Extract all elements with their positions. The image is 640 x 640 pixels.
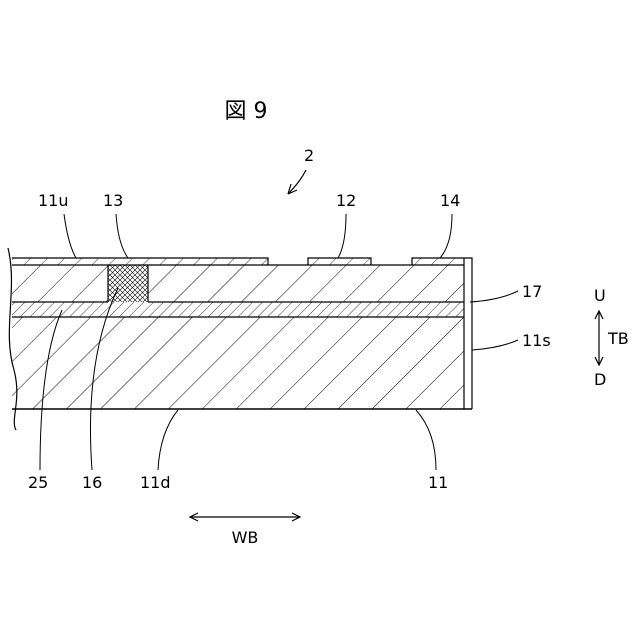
label-17: 17 (522, 282, 542, 301)
layer-25 (12, 302, 464, 317)
label-12: 12 (336, 191, 356, 210)
label-16: 16 (82, 473, 102, 492)
label-11s: 11s (522, 331, 551, 350)
figure-title: 図 9 (225, 99, 268, 124)
direction-width-label: WB (232, 528, 259, 547)
label-14: 14 (440, 191, 460, 210)
label-2: 2 (304, 146, 314, 165)
label-11u: 11u (38, 191, 69, 210)
side-layer-17 (464, 258, 472, 409)
label-11d: 11d (140, 473, 171, 492)
electrode-13 (12, 258, 268, 265)
direction-up-label: U (594, 286, 606, 305)
electrode-12 (308, 258, 371, 265)
width-arrow (190, 513, 300, 521)
substrate-11 (12, 317, 464, 409)
label-11: 11 (428, 473, 448, 492)
electrode-14 (412, 258, 464, 265)
upper-layer-right (148, 265, 464, 302)
upper-layer-left (12, 265, 108, 302)
direction-thickness-label: TB (607, 329, 629, 348)
direction-down-label: D (594, 370, 606, 389)
label-25: 25 (28, 473, 48, 492)
label-13: 13 (103, 191, 123, 210)
thickness-arrow (595, 311, 603, 365)
